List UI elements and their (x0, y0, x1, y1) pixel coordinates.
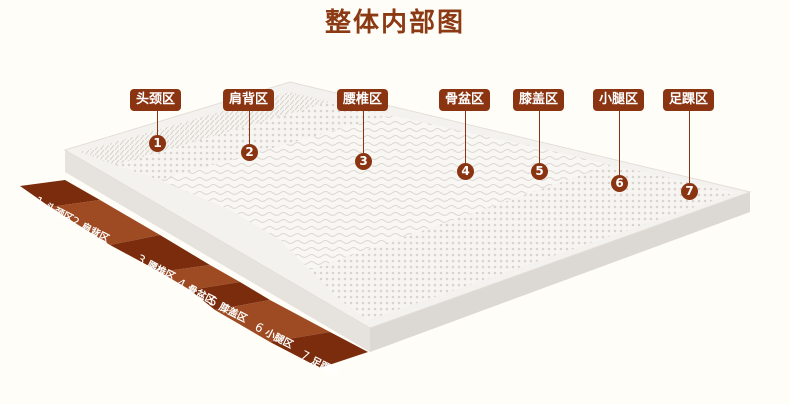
leader-line (249, 111, 250, 144)
zone-number-dot: 6 (611, 175, 628, 192)
zone-label-box: 头颈区 (130, 89, 182, 111)
leader-line (539, 111, 540, 163)
zone-label-box: 小腿区 (593, 89, 645, 111)
page-title: 整体内部图 (324, 8, 465, 38)
zone-number-dot: 3 (355, 153, 372, 170)
zone-number-dot: 4 (457, 163, 474, 180)
zone-label-box: 腰椎区 (337, 89, 389, 111)
leader-line (465, 111, 466, 163)
leader-line (619, 111, 620, 175)
zone-number-dot: 1 (149, 135, 166, 152)
zone-label-box: 膝盖区 (513, 89, 565, 111)
zone-label-box: 肩背区 (223, 89, 275, 111)
leader-line (689, 111, 690, 183)
zone-number-dot: 2 (241, 144, 258, 161)
zone-number-dot: 7 (681, 183, 698, 200)
zone-number-dot: 5 (531, 163, 548, 180)
zone-label-box: 骨盆区 (439, 89, 491, 111)
zone-label-box: 足踝区 (663, 89, 715, 111)
leader-line (363, 111, 364, 153)
leader-line (157, 111, 158, 136)
